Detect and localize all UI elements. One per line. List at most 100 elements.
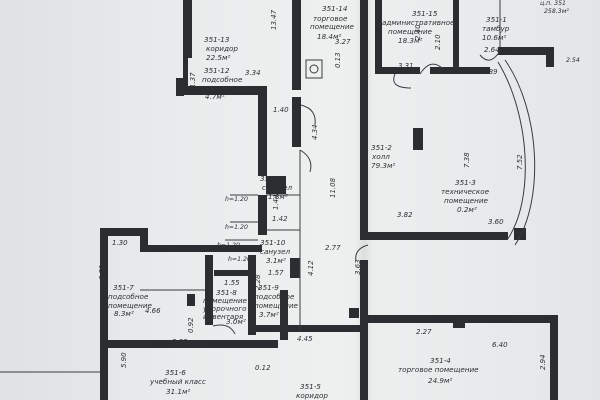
svg-text:4.45: 4.45 [297,335,313,343]
svg-text:0.13: 0.13 [334,52,342,68]
svg-text:2.28: 2.28 [254,274,262,290]
room-label-351-6: 351-6 учебный класс 31.1м² [149,368,206,396]
svg-text:2.54: 2.54 [566,57,580,64]
room-label-351-5: 351-5 коридор [296,382,328,400]
svg-text:2.40: 2.40 [414,24,422,40]
svg-text:помещение: помещение [388,27,433,36]
svg-text:торговое: торговое [313,14,348,23]
svg-text:3.63: 3.63 [354,259,362,275]
door-swing [300,104,316,126]
room-label-351-10: 351-10 санузел 3.1м² [260,238,291,265]
door-swing [355,244,369,262]
svg-text:торговое помещение: торговое помещение [398,365,479,374]
svg-text:подсобное: подсобное [254,292,295,301]
svg-text:1.8м²: 1.8м² [268,192,288,201]
svg-text:3.31: 3.31 [398,62,414,70]
room-label-351-4: 351-4 торговое помещение 24.9м² [398,356,479,385]
svg-text:санузел: санузел [260,247,291,256]
room-label-351-14: 351-14 торговое помещение 18.4м² [310,4,355,41]
svg-text:1.55: 1.55 [224,279,240,287]
svg-text:351-3: 351-3 [455,178,476,187]
room-label-351-8: 351-8 помещение уборочного инвентаря 3.0… [202,288,248,326]
svg-text:8.3м²: 8.3м² [114,309,134,318]
svg-text:10.6м²: 10.6м² [482,33,506,42]
svg-text:3.7м²: 3.7м² [259,310,279,319]
svg-text:11.08: 11.08 [329,177,337,198]
svg-text:351-14: 351-14 [322,4,348,13]
door-swing [419,63,443,75]
svg-text:31.1м²: 31.1м² [166,387,190,396]
svg-text:6.40: 6.40 [492,341,508,349]
svg-text:13.47: 13.47 [270,9,278,30]
svg-text:1.89: 1.89 [482,68,498,76]
svg-text:351-11: 351-11 [260,174,285,183]
svg-text:помещение: помещение [200,83,245,92]
svg-text:351-12: 351-12 [204,66,230,75]
svg-text:18.4м²: 18.4м² [317,32,341,41]
svg-text:h=1.20: h=1.20 [217,242,240,249]
svg-text:3.82: 3.82 [397,211,413,219]
room-label-351-1: 351-1 тамбур 10.6м² [482,15,510,42]
svg-text:коридор: коридор [296,391,328,400]
door-swing [393,73,412,89]
svg-text:помещение: помещение [444,196,489,205]
svg-text:3.34: 3.34 [245,69,261,77]
svg-text:уборочного: уборочного [202,304,247,313]
svg-text:2.77: 2.77 [325,244,341,252]
curved-inner-line [497,61,526,241]
svg-text:1.58: 1.58 [527,46,543,54]
dimension-labels: 13.47 3.27 1.37 3.34 1.40 4.34 0.13 3.31… [98,9,547,372]
svg-text:5.33: 5.33 [172,338,188,346]
svg-text:1.42: 1.42 [272,215,288,223]
room-label-351-12: 351-12 подсобное помещение 4.7м² [200,66,245,101]
svg-text:351-8: 351-8 [216,288,237,297]
svg-text:22.5м²: 22.5м² [206,53,230,62]
svg-text:351-15: 351-15 [412,9,438,18]
top-right-notes: ц.п. 351 258.3м² 2.54 [540,0,580,64]
door-swing [212,324,236,335]
door-swing [299,149,312,173]
svg-text:ц.п. 351: ц.п. 351 [540,0,566,7]
svg-text:коридор: коридор [206,44,238,53]
svg-text:2.64: 2.64 [484,46,500,54]
svg-text:3.27: 3.27 [335,38,351,46]
svg-text:79.3м²: 79.3м² [371,161,395,170]
svg-text:2.10: 2.10 [434,34,442,50]
svg-text:351-2: 351-2 [371,143,392,152]
svg-text:2.27: 2.27 [416,328,432,336]
svg-text:помещение: помещение [310,22,355,31]
svg-text:351-5: 351-5 [300,382,321,391]
svg-text:1.44: 1.44 [272,194,280,210]
svg-text:1.57: 1.57 [268,269,284,277]
room-label-351-11: 351-11 санузел 1.8м² [260,174,293,201]
svg-text:2.94: 2.94 [539,354,547,370]
svg-text:техническое: техническое [441,187,490,196]
svg-text:3.60: 3.60 [488,218,504,226]
svg-text:0.92: 0.92 [187,317,195,333]
svg-text:5.90: 5.90 [120,352,128,368]
svg-text:1.40: 1.40 [273,106,289,114]
room-label-351-13: 351-13 коридор 22.5м² [204,35,238,62]
room-label-351-7: 351-7 подсобное помещение 8.3м² [108,283,153,318]
svg-text:h=1.20: h=1.20 [225,224,248,231]
svg-text:санузел: санузел [262,183,293,192]
room-label-351-2: 351-2 холл 79.3м² [371,143,395,170]
svg-text:1.30: 1.30 [112,239,128,247]
svg-text:тамбур: тамбур [482,24,510,33]
svg-text:351-1: 351-1 [486,15,507,24]
svg-text:0.12: 0.12 [255,364,271,372]
svg-text:холл: холл [371,152,390,161]
svg-text:подсобное: подсобное [202,75,243,84]
svg-text:0.2м²: 0.2м² [457,205,477,214]
svg-text:7.38: 7.38 [463,152,471,168]
svg-text:7.52: 7.52 [516,154,524,170]
svg-text:258.3м²: 258.3м² [544,8,569,15]
stair-circle [309,64,319,74]
svg-text:351-7: 351-7 [113,283,134,292]
svg-text:3.21: 3.21 [98,264,106,280]
svg-text:351-10: 351-10 [260,238,286,247]
svg-text:h=1.20: h=1.20 [225,196,248,203]
curved-facade-wall [504,59,536,246]
svg-text:351-9: 351-9 [258,283,279,292]
